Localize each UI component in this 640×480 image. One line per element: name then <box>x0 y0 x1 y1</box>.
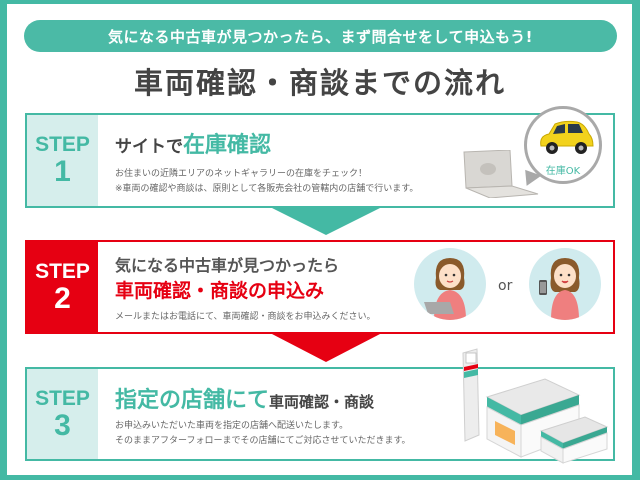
step-word: STEP <box>35 386 90 410</box>
step-number: 3 <box>54 408 71 442</box>
arrow-down-icon <box>272 208 380 235</box>
woman-phone-icon <box>529 248 601 320</box>
desc-line: お住まいの近隣エリアのネットギャラリーの在庫をチェック！ <box>115 169 368 179</box>
step-number: 1 <box>54 155 71 188</box>
step-1-title-prefix: サイトで <box>115 137 183 157</box>
step-3-label: STEP 3 <box>27 369 98 459</box>
or-connector: or <box>498 278 513 294</box>
step-1-body: サイトで在庫確認 お住まいの近隣エリアのネットギャラリーの在庫をチェック！ ※車… <box>115 115 613 206</box>
page-title: 車両確認・商談までの流れ <box>133 66 506 100</box>
step-3-title-highlight: 指定の店舗にて <box>115 388 270 413</box>
step-3-description: お申込みいただいた車両を指定の店舗へ配送いたします。 そのままアフターフォローま… <box>115 419 411 449</box>
car-icon <box>540 120 594 154</box>
step-3-title-suffix: 車両確認・商談 <box>269 393 375 411</box>
header-banner: 気になる中古車が見つかったら、まず問合せをして申込もう! <box>24 20 617 52</box>
desc-line: メールまたはお電話にて、車両確認・商談をお申込みください。 <box>115 312 376 322</box>
step-2-label: STEP 2 <box>27 242 98 332</box>
step-word: STEP <box>35 259 90 283</box>
step-2-title-line1: 気になる中古車が見つかったら <box>115 256 340 275</box>
step-3-title: 指定の店舗にて車両確認・商談 <box>115 382 374 414</box>
step-2-description: メールまたはお電話にて、車両確認・商談をお申込みください。 <box>115 310 376 325</box>
step-3-body: 指定の店舗にて車両確認・商談 お申込みいただいた車両を指定の店舗へ配送いたします… <box>115 369 613 459</box>
stock-ok-label: 在庫OK <box>545 166 581 177</box>
step-2-body: 気になる中古車が見つかったら 車両確認・商談の申込み メールまたはお電話にて、車… <box>115 242 613 332</box>
desc-line: そのままアフターフォローまでその店舗にてご対応させていただきます。 <box>115 436 411 446</box>
step-number: 2 <box>54 281 71 315</box>
step-word: STEP <box>35 133 90 156</box>
step-1-label: STEP 1 <box>27 115 98 206</box>
step-1-card: STEP 1 サイトで在庫確認 お住まいの近隣エリアのネットギャラリーの在庫をチ… <box>25 113 615 208</box>
desc-line: ※車両の確認や商談は、原則として各販売会社の管轄内の店舗で行います。 <box>115 184 419 194</box>
step-1-title: サイトで在庫確認 <box>115 127 271 159</box>
step-2-card: STEP 2 気になる中古車が見つかったら 車両確認・商談の申込み メールまたは… <box>25 240 615 334</box>
banner-text: 気になる中古車が見つかったら、まず問合せをして申込もう! <box>108 27 533 46</box>
step-1-description: お住まいの近隣エリアのネットギャラリーの在庫をチェック！ ※車両の確認や商談は、… <box>115 167 418 197</box>
arrow-down-icon <box>272 334 380 362</box>
laptop-icon <box>463 150 539 198</box>
step-2-title-line2: 車両確認・商談の申込み <box>115 280 325 302</box>
store-icon <box>462 348 609 464</box>
woman-laptop-icon <box>414 248 486 320</box>
step-1-title-highlight: 在庫確認 <box>183 133 272 158</box>
desc-line: お申込みいただいた車両を指定の店舗へ配送いたします。 <box>115 421 349 431</box>
